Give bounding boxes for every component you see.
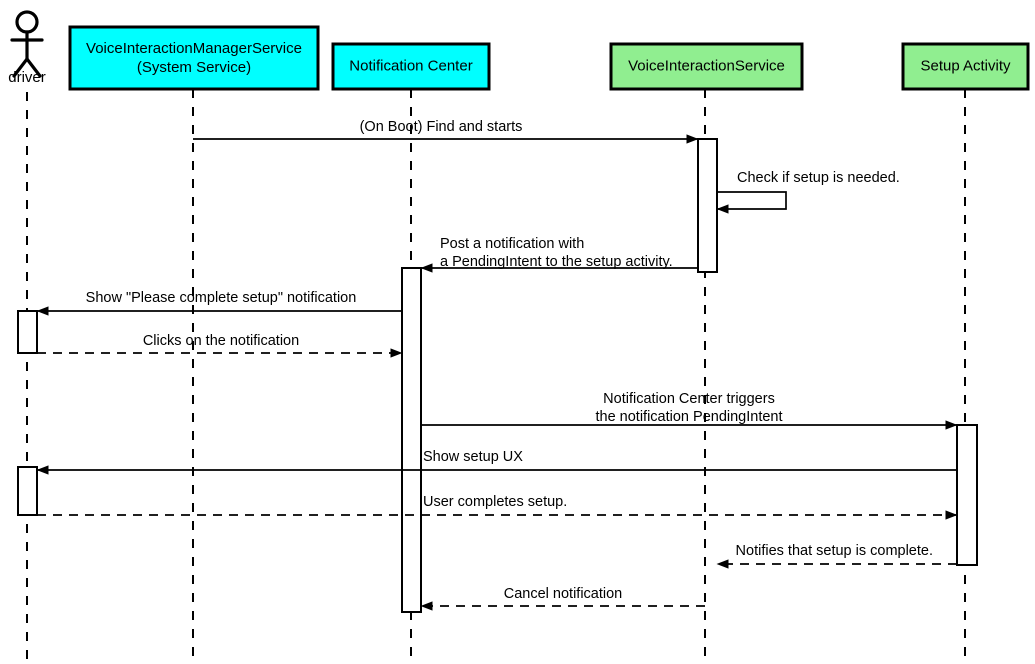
activation-bar-notifcenter (401, 267, 422, 613)
activation-bar-vis (697, 138, 718, 273)
participant-label: Notification Center (349, 57, 472, 74)
participant-label: Setup Activity (920, 57, 1011, 74)
participant-label-line: Notification Center (349, 57, 472, 74)
actor-right-leg-icon (25, 57, 42, 78)
message-msg-7: Show setup UX (36, 449, 957, 475)
message-msg-10: Cancel notification (420, 586, 705, 611)
message-msg-8: User completes setup. (37, 494, 958, 520)
participant-label: VoiceInteractionManagerService (System Se… (86, 40, 302, 76)
participant-box[interactable] (609, 42, 804, 91)
message-label-line: Show setup UX (423, 449, 523, 465)
message-msg-4: Show "Please complete setup" notificatio… (36, 290, 402, 316)
message-label: Post a notification with a PendingIntent … (440, 236, 673, 270)
message-label: Show setup UX (423, 449, 523, 465)
message-msg-3: Post a notification with a PendingIntent … (420, 236, 698, 273)
participant-vims[interactable]: VoiceInteractionManagerService (System Se… (68, 25, 320, 91)
message-label-line: Show "Please complete setup" notificatio… (86, 290, 357, 306)
participant-label-line: VoiceInteractionService (628, 57, 785, 74)
actor-left-leg-icon (12, 57, 29, 78)
message-label-line: Check if setup is needed. (737, 170, 900, 186)
message-label: Check if setup is needed. (737, 170, 900, 186)
message-msg-1: (On Boot) Find and starts (193, 119, 699, 144)
participant-box[interactable] (68, 25, 320, 91)
message-label: Cancel notification (504, 586, 623, 602)
activation-bar-driver (17, 310, 38, 354)
message-msg-2: Check if setup is needed. (716, 170, 900, 214)
actor-head-icon (15, 10, 39, 34)
message-label-line: a PendingIntent to the setup activity. (440, 254, 673, 270)
participant-vis[interactable]: VoiceInteractionService (609, 42, 804, 91)
message-label: Clicks on the notification (143, 333, 299, 349)
message-msg-9: Notifies that setup is complete. (716, 543, 957, 569)
participant-label-line: Setup Activity (920, 57, 1011, 74)
participants-layer: driver VoiceInteractionManagerService (Sys… (8, 10, 1030, 91)
message-label-line: Notifies that setup is complete. (736, 543, 933, 559)
participant-box[interactable] (331, 42, 491, 91)
message-msg-6: Notification Center triggers the notifica… (421, 391, 958, 430)
message-label-line: User completes setup. (423, 494, 567, 510)
activation-bar-setup (956, 424, 978, 566)
participant-notifcenter[interactable]: Notification Center (331, 42, 491, 91)
participant-label: VoiceInteractionService (628, 57, 785, 74)
message-label-line: the notification PendingIntent (595, 409, 782, 425)
participant-setup[interactable]: Setup Activity (901, 42, 1030, 91)
message-msg-5: Clicks on the notification (37, 333, 403, 358)
participant-label-line: VoiceInteractionManagerService (86, 40, 302, 57)
message-label: Notification Center triggers the notifica… (595, 391, 782, 425)
participant-label-line: (System Service) (137, 59, 251, 76)
participant-box[interactable] (901, 42, 1030, 91)
message-label: (On Boot) Find and starts (360, 119, 523, 135)
message-label-line: Notification Center triggers (603, 391, 775, 407)
message-label-line: Cancel notification (504, 586, 623, 602)
message-label-line: (On Boot) Find and starts (360, 119, 523, 135)
message-label-line: Clicks on the notification (143, 333, 299, 349)
message-label: Notifies that setup is complete. (736, 543, 933, 559)
participant-label: driver (8, 69, 46, 86)
message-label-line: Post a notification with (440, 236, 584, 252)
message-line (716, 191, 787, 214)
message-label: User completes setup. (423, 494, 567, 510)
participant-driver[interactable]: driver (8, 10, 46, 86)
message-label: Show "Please complete setup" notificatio… (86, 290, 357, 306)
activations-layer (17, 138, 978, 613)
activation-bar-driver (17, 466, 38, 516)
